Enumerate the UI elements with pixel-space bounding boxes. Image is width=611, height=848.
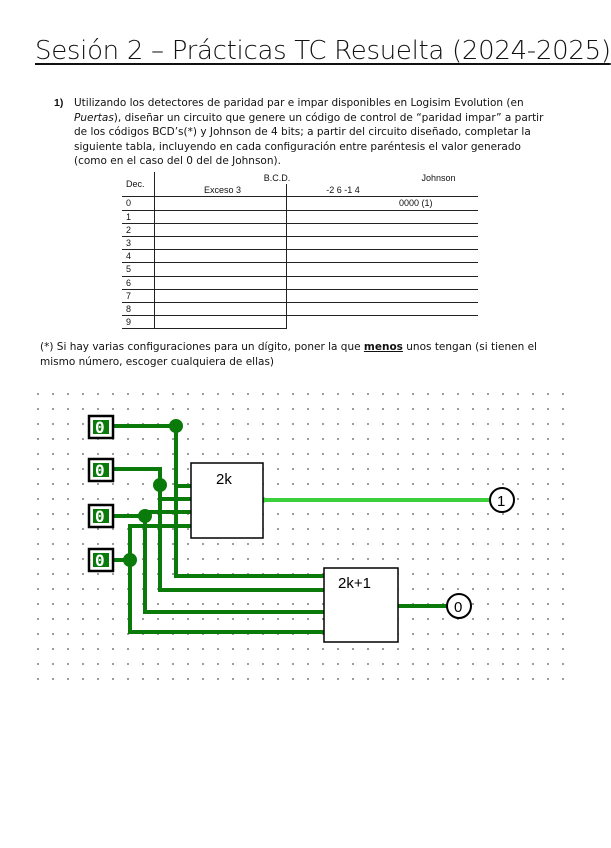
header-exceso3: Exceso 3	[154, 184, 287, 198]
cell-c2614	[286, 262, 395, 277]
cell-ex3	[154, 210, 287, 224]
cell-johnson	[395, 289, 478, 303]
odd-parity-gate	[323, 567, 399, 643]
question-text-b: ), diseñar un circuito que genere un cód…	[74, 111, 544, 168]
cell-ex3	[154, 302, 287, 317]
grid-dots	[37, 393, 564, 680]
cell-johnson	[395, 302, 478, 317]
header-johnson-sub	[395, 184, 478, 198]
table-row: 1	[122, 210, 478, 224]
code-table: Dec. B.C.D. Johnson Exceso 3 -2 6 -1 4 0…	[122, 172, 478, 330]
cell-dec: 6	[122, 276, 155, 290]
cell-ex3	[154, 315, 287, 330]
cell-c2614	[286, 302, 395, 317]
input-pin-2-value: 0	[95, 461, 105, 480]
cell-dec: 2	[122, 223, 155, 237]
page-title: Sesión 2 – Prácticas TC Resuelta (2024-2…	[35, 36, 611, 66]
wire-in1-2k	[113, 424, 193, 488]
table-row: 9	[122, 315, 478, 330]
cell-ex3	[154, 262, 287, 277]
input-pins: 0 0 0 0	[87, 414, 115, 573]
question-number: 1)	[54, 97, 64, 109]
cell-c2614	[286, 223, 395, 237]
wire-in3-2k	[113, 510, 193, 518]
cell-c2614	[286, 196, 395, 211]
wire-in2-2k1	[158, 483, 326, 592]
even-parity-gate	[190, 462, 264, 539]
cell-ex3	[154, 249, 287, 264]
footnote: (*) Si hay varias configuraciones para u…	[40, 340, 560, 369]
output-even-value: 1	[497, 493, 505, 510]
cell-c2614	[286, 289, 395, 303]
cell-johnson	[395, 249, 478, 264]
cell-c2614	[286, 249, 395, 264]
cell-dec: 5	[122, 262, 155, 277]
cell-dec: 4	[122, 249, 155, 264]
header-dec: Dec.	[122, 172, 155, 198]
wire-in3-2k1	[143, 514, 326, 614]
table-row: 5	[122, 262, 478, 277]
table-row: 0 0000 (1)	[122, 196, 478, 211]
question-text: Utilizando los detectores de paridad par…	[74, 96, 554, 169]
table-row: 6	[122, 276, 478, 290]
input-pin-4[interactable]: 0	[87, 547, 115, 573]
input-pin-3-value: 0	[95, 507, 105, 526]
cell-johnson	[395, 316, 478, 329]
wire-in1-2k1	[174, 424, 326, 578]
output-odd-value: 0	[454, 599, 462, 616]
cell-johnson	[395, 210, 478, 224]
wire-in4-2k	[113, 524, 193, 562]
table-row: 8	[122, 302, 478, 317]
output-odd-probe: 0	[446, 593, 472, 619]
input-pin-1-value: 0	[95, 418, 105, 437]
table-row: 3	[122, 236, 478, 251]
cell-johnson	[395, 262, 478, 277]
wire-in4-2k1	[128, 558, 326, 634]
junction-1	[169, 419, 183, 433]
cell-dec: 9	[122, 315, 155, 330]
cell-c2614	[286, 210, 395, 224]
table-row: 4	[122, 249, 478, 264]
input-pin-4-value: 0	[95, 551, 105, 570]
cell-johnson: 0000 (1)	[395, 196, 478, 211]
cell-johnson	[395, 223, 478, 237]
junction-2	[153, 478, 167, 492]
input-pin-2[interactable]: 0	[87, 457, 115, 483]
cell-dec: 3	[122, 236, 155, 251]
footnote-emphasis: menos	[363, 341, 403, 353]
table-row: 7	[122, 289, 478, 303]
header-bcd: B.C.D.	[263, 173, 291, 184]
logisim-circuit: 2k 2k+1 0 0 0 0 1 0	[37, 393, 564, 680]
footnote-text-b: unos tengan (si tienen el mismo número, …	[40, 341, 537, 368]
cell-dec: 1	[122, 210, 155, 224]
cell-dec: 8	[122, 302, 155, 317]
cell-dec: 0	[122, 196, 155, 211]
even-gate-label: 2k	[216, 471, 232, 488]
header-johnson: Johnson	[421, 173, 456, 184]
cell-ex3	[154, 236, 287, 251]
cell-c2614	[286, 276, 395, 290]
header-2614: -2 6 -1 4	[286, 184, 395, 198]
junction-4	[123, 553, 137, 567]
footnote-text-a: (*) Si hay varias configuraciones para u…	[40, 341, 364, 353]
cell-c2614	[287, 316, 396, 329]
input-pin-3[interactable]: 0	[87, 503, 115, 529]
cell-johnson	[395, 236, 478, 251]
question-text-a: Utilizando los detectores de paridad par…	[74, 97, 524, 109]
cell-ex3	[154, 276, 287, 290]
output-even-probe: 1	[489, 487, 515, 513]
cell-ex3	[154, 223, 287, 237]
input-pin-1[interactable]: 0	[87, 414, 115, 440]
cell-ex3	[154, 196, 287, 211]
junctions	[123, 419, 183, 567]
junction-3	[138, 509, 152, 523]
cell-ex3	[154, 289, 287, 303]
cell-c2614	[286, 236, 395, 251]
table-row: 2	[122, 223, 478, 237]
cell-dec: 7	[122, 289, 155, 303]
cell-johnson	[395, 276, 478, 290]
question-text-italic: Puertas	[74, 111, 114, 124]
odd-gate-label: 2k+1	[338, 575, 371, 592]
